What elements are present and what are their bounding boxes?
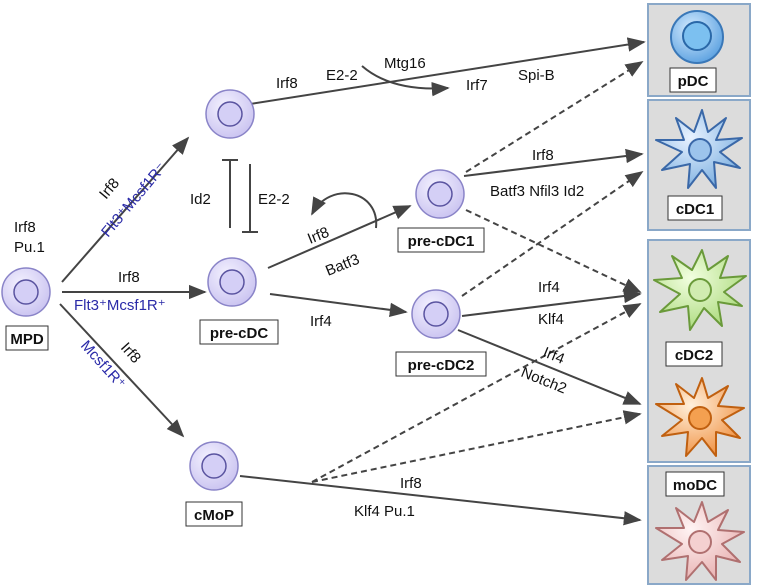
- modc-label: moDC: [673, 477, 717, 494]
- label-irf8-upper-branch: Irf8: [96, 175, 123, 203]
- precdc2-label: pre-cDC2: [408, 357, 475, 374]
- label-irf8-cdc1: Irf8: [532, 147, 554, 164]
- precdc-label: pre-cDC: [210, 325, 269, 342]
- arrow-precdc2-modc: [457, 329, 642, 405]
- label-irf8-modc: Irf8: [400, 475, 422, 492]
- arrow-upper-pdc: [249, 37, 646, 105]
- precdc1-label-box: [397, 227, 485, 253]
- upper-progenitor-cell-icon: [205, 89, 255, 139]
- label-irf8-middle-branch: Irf8: [118, 269, 140, 286]
- label-irf8-pdc: Irf8: [276, 75, 298, 92]
- label-e22-vertical: E2-2: [258, 191, 290, 208]
- label-pu1-mpd: Pu.1: [14, 239, 45, 256]
- cdc2-label: cDC2: [675, 347, 713, 364]
- cdc2-label-box: [665, 341, 723, 367]
- arrow-mpd-upper: [61, 136, 190, 283]
- pdc-label: pDC: [678, 73, 709, 90]
- label-notch2: Notch2: [519, 364, 569, 398]
- precdc1-label: pre-cDC1: [408, 233, 475, 250]
- label-irf8-lower-branch: Irf8: [117, 339, 144, 366]
- label-e22-top: E2-2: [326, 67, 358, 84]
- label-irf7: Irf7: [466, 77, 488, 94]
- modc-orange-cell-icon: [655, 377, 745, 457]
- label-irf4-cdc2: Irf4: [538, 279, 560, 296]
- cdc1-cell-icon: [655, 109, 743, 189]
- arrow-loop-irf8-batf3: [311, 192, 378, 229]
- pdc-cell-icon: [670, 10, 724, 64]
- arrow-precdc1-cdc1: [463, 148, 644, 177]
- arrow-precdc1-pdc-dashed: [465, 61, 644, 173]
- label-mcsf1r-pos: Mcsf1R⁺: [77, 337, 129, 392]
- modc-label-box: [665, 471, 725, 497]
- pdc-label-box: [669, 67, 717, 93]
- precdc1-cell-icon: [415, 169, 465, 219]
- arrow-precdc-precdc2: [269, 293, 408, 318]
- arrow-precdc-precdc1: [267, 205, 412, 269]
- arrow-cmop-cdc2-dashed: [311, 303, 642, 483]
- label-spib: Spi-B: [518, 67, 555, 84]
- label-batf3-loop: Batf3: [323, 251, 362, 280]
- label-batf3-nfil3-id2: Batf3 Nfil3 Id2: [490, 183, 584, 200]
- arrow-precdc2-cdc2: [461, 288, 642, 317]
- precdc2-label-box: [395, 351, 487, 377]
- label-irf4-notch: Irf4: [541, 344, 567, 368]
- e22-inhibition-bar: [242, 164, 258, 233]
- mpd-cell-icon: [1, 267, 51, 317]
- label-klf4-pu1-modc: Klf4 Pu.1: [354, 503, 415, 520]
- cdc2-cell-icon: [653, 249, 747, 331]
- precdc-label-box: [199, 319, 279, 345]
- label-klf4-cdc2: Klf4: [538, 311, 564, 328]
- cmop-label: cMoP: [194, 507, 234, 524]
- label-id2: Id2: [190, 191, 211, 208]
- mpd-label: MPD: [10, 331, 44, 348]
- precdc2-cell-icon: [411, 289, 461, 339]
- arrow-precdc1-cdc2-dashed: [465, 209, 642, 293]
- label-flt3-mcsf1r-pos: Flt3⁺Mcsf1R⁺: [74, 297, 166, 314]
- label-irf8-mpd: Irf8: [14, 219, 36, 236]
- label-irf8-loop: Irf8: [305, 224, 331, 248]
- cdc1-label-box: [667, 195, 723, 221]
- label-mtg16: Mtg16: [384, 55, 426, 72]
- modc-pink-cell-icon: [655, 501, 745, 581]
- label-irf4-precdc2: Irf4: [310, 313, 332, 330]
- cmop-cell-icon: [189, 441, 239, 491]
- arrow-precdc2-cdc1-dashed: [461, 170, 644, 297]
- cmop-label-box: [185, 501, 243, 527]
- mpd-label-box: [5, 325, 49, 351]
- arrow-mtg16-curve: [361, 65, 450, 97]
- cdc1-label: cDC1: [676, 201, 714, 218]
- arrow-mpd-cmop: [59, 303, 185, 438]
- id2-inhibition-bar: [222, 159, 238, 228]
- precdc-cell-icon: [207, 257, 257, 307]
- arrow-cmop-modc-dashed: [311, 410, 642, 483]
- arrow-cmop-modc: [239, 475, 642, 526]
